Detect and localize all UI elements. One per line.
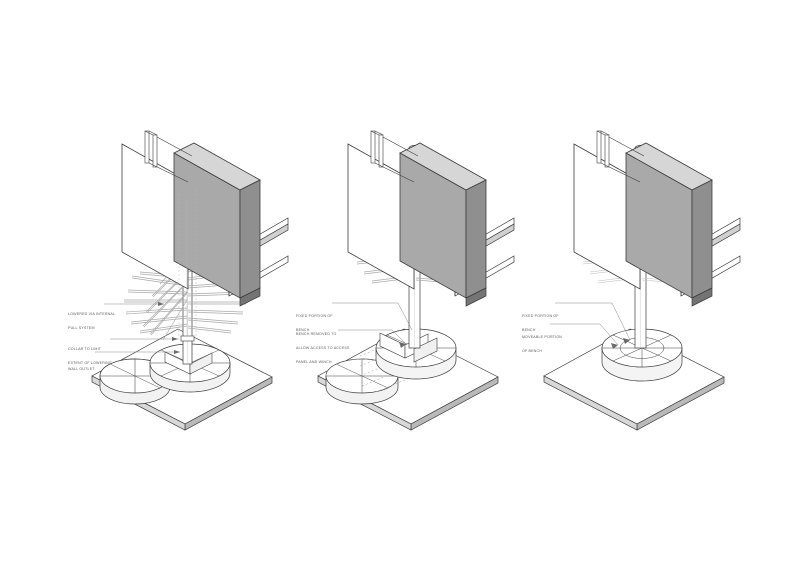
anno-line: FIXED PORTION OF (522, 314, 559, 319)
panel-middle (317, 130, 515, 431)
top-track-rail-left (144, 130, 193, 183)
anno-fixed-portion-of-bench-mid: FIXED PORTION OF BENCH (296, 296, 333, 351)
anno-collar-to-limit-extent-of-lowering: COLLAR TO LIMIT EXTENT OF LOWERING (68, 329, 112, 384)
wall-panel-shaded-right (625, 142, 713, 307)
anno-line: BENCH (522, 328, 536, 333)
anno-line: OF BENCH (522, 349, 543, 354)
panel-left (91, 130, 289, 431)
bench-move-path-middle (325, 330, 437, 393)
top-track-rail-right (596, 130, 645, 183)
panel-right (543, 130, 741, 431)
anno-line: EXTENT OF LOWERING (68, 361, 112, 366)
anno-bench-removed-to-allow-access: BENCH REMOVED TO ALLOW ACCESS TO ACCESS … (296, 314, 350, 383)
anno-line: WALL OUTLET (68, 367, 95, 372)
guide-lines-left (178, 190, 197, 340)
anno-line: MOVEABLE PORTION (522, 335, 562, 340)
anno-line: LOWERED VIA INTERNAL (68, 312, 116, 317)
anno-moveable-portion-of-bench: MOVEABLE PORTION OF BENCH (522, 317, 562, 372)
top-track-rail-middle (370, 130, 419, 183)
anno-line: ALLOW ACCESS TO ACCESS (296, 346, 350, 351)
leader-lines (95, 302, 631, 354)
wall-panel-shaded-left (173, 142, 261, 307)
anno-line: COLLAR TO LIMIT (68, 347, 102, 352)
anno-line: FIXED PORTION OF (296, 314, 333, 319)
anno-wall-outlet: WALL OUTLET (68, 349, 95, 390)
wall-panel-shaded-middle (399, 142, 487, 307)
wall-panel-white-left (121, 143, 189, 290)
anno-line: PANEL AND WINCH (296, 359, 332, 364)
wall-panel-white-middle (347, 143, 415, 290)
anno-line: PULL SYSTEM (68, 326, 95, 331)
anno-line: BENCH REMOVED TO (296, 332, 337, 337)
anno-lowered-via-internal-pull-system: LOWERED VIA INTERNAL PULL SYSTEM (68, 294, 115, 349)
wall-panel-white-right (573, 143, 641, 290)
anno-fixed-portion-of-bench-right: FIXED PORTION OF BENCH (522, 296, 559, 351)
anno-line: BENCH (296, 328, 310, 333)
